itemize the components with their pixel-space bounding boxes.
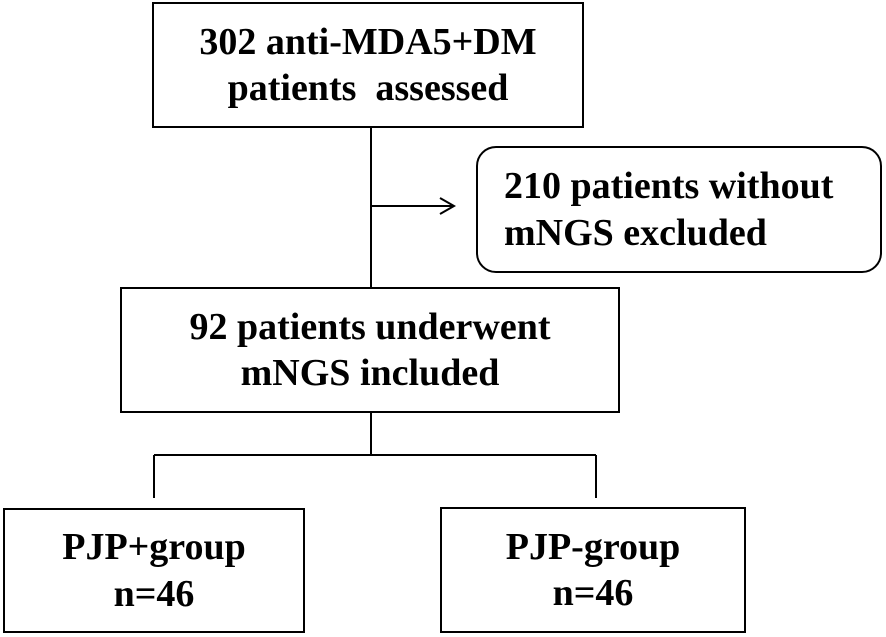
pjp-negative-group-box: PJP-group n=46 <box>440 507 746 633</box>
included-patients-box: 92 patients underwent mNGS included <box>120 287 620 413</box>
assessed-patients-box: 302 anti-MDA5+DM patients assessed <box>152 2 584 128</box>
pjp-positive-label: PJP+group <box>62 526 246 569</box>
pjp-positive-group-box: PJP+group n=46 <box>3 508 305 633</box>
assessed-patients-line-1: 302 anti-MDA5+DM <box>199 20 537 63</box>
arrowhead-to-excluded <box>439 197 457 215</box>
excluded-patients-box: 210 patients without mNGS excluded <box>476 146 882 273</box>
excluded-patients-line-2: mNGS excluded <box>504 211 767 254</box>
included-patients-line-1: 92 patients underwent <box>189 305 551 348</box>
pjp-positive-count: n=46 <box>113 572 195 615</box>
pjp-negative-count: n=46 <box>552 572 634 614</box>
excluded-patients-line-1: 210 patients without <box>504 165 834 208</box>
assessed-patients-line-2: patients assessed <box>227 67 509 109</box>
pjp-negative-label: PJP-group <box>505 525 681 568</box>
included-patients-line-2: mNGS included <box>240 352 500 394</box>
